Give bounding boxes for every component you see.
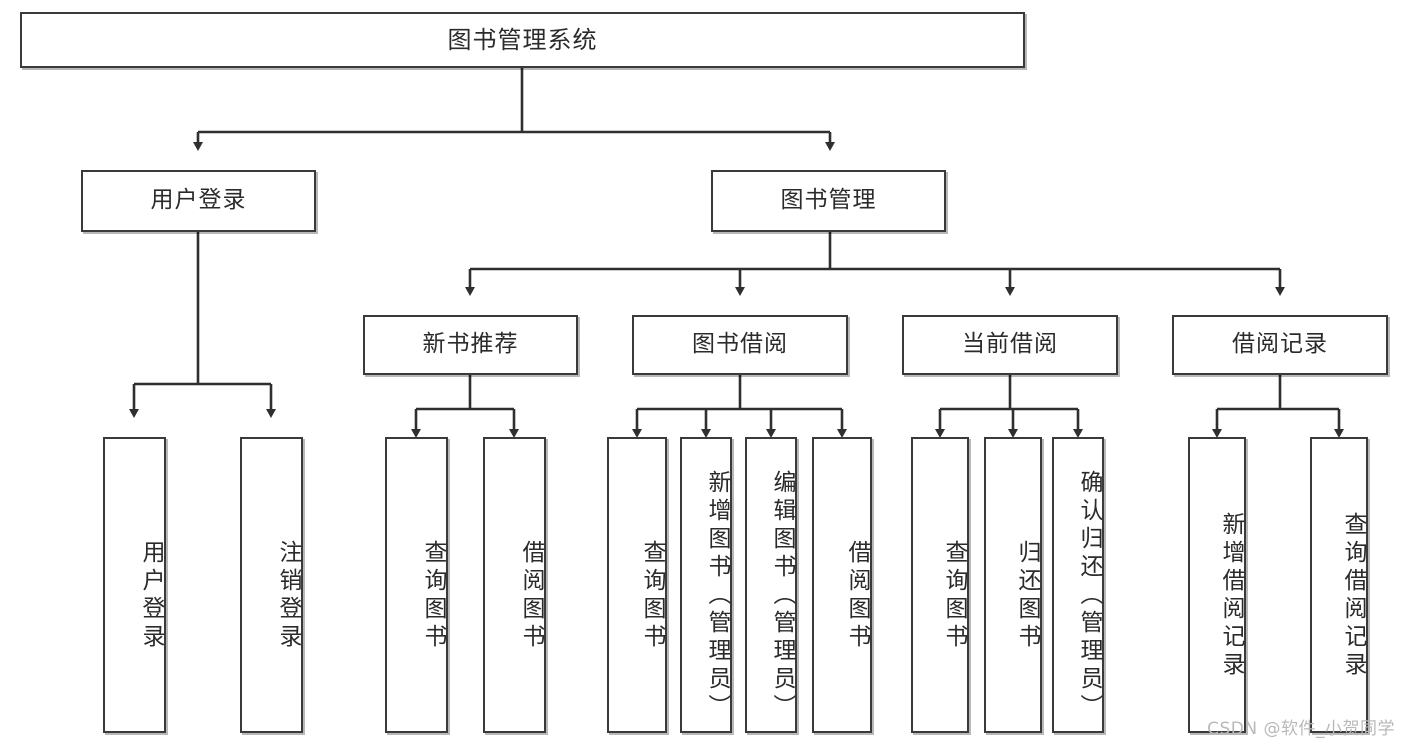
node-borrow-record[interactable]: 借阅记录 [1172, 315, 1388, 375]
node-label: 确认归还（管理员） [1076, 470, 1102, 722]
node-label: 图书管理系统 [447, 25, 598, 54]
leaf-query-borrow-record[interactable]: 查询借阅记录 [1310, 437, 1368, 733]
node-label: 注销登录 [275, 540, 301, 652]
node-label: 当前借阅 [962, 331, 1058, 358]
node-label: 查询借阅记录 [1340, 512, 1366, 680]
node-label: 查询图书 [639, 540, 665, 652]
leaf-confirm-return-admin[interactable]: 确认归还（管理员） [1052, 437, 1104, 733]
node-label: 编辑图书（管理员） [769, 470, 795, 722]
leaf-borrow-book-new[interactable]: 借阅图书 [483, 437, 546, 733]
node-label: 用户登录 [150, 187, 247, 214]
node-new-book-recommend[interactable]: 新书推荐 [363, 315, 578, 375]
leaf-query-book-borrow[interactable]: 查询图书 [607, 437, 667, 733]
node-label: 查询图书 [941, 540, 967, 652]
node-label: 借阅图书 [518, 540, 544, 652]
leaf-user-login[interactable]: 用户登录 [103, 437, 166, 733]
node-label: 图书管理 [780, 187, 877, 214]
node-user-login[interactable]: 用户登录 [81, 170, 316, 232]
node-label: 借阅记录 [1232, 331, 1328, 358]
leaf-query-book-new[interactable]: 查询图书 [385, 437, 448, 733]
node-label: 新增借阅记录 [1218, 512, 1244, 680]
node-label: 用户登录 [138, 540, 164, 652]
node-label: 借阅图书 [844, 540, 870, 652]
node-root[interactable]: 图书管理系统 [20, 12, 1025, 68]
node-label: 新书推荐 [422, 331, 519, 358]
node-label: 图书借阅 [692, 331, 788, 358]
node-current-borrow[interactable]: 当前借阅 [902, 315, 1118, 375]
node-label: 归还图书 [1014, 540, 1040, 652]
leaf-logout[interactable]: 注销登录 [240, 437, 303, 733]
node-label: 新增图书（管理员） [704, 470, 730, 722]
leaf-query-book-current[interactable]: 查询图书 [911, 437, 969, 733]
leaf-edit-book-admin[interactable]: 编辑图书（管理员） [745, 437, 797, 733]
leaf-borrow-book[interactable]: 借阅图书 [812, 437, 872, 733]
node-label: 查询图书 [420, 540, 446, 652]
leaf-return-book[interactable]: 归还图书 [984, 437, 1042, 733]
node-book-management[interactable]: 图书管理 [711, 170, 946, 232]
node-book-borrow[interactable]: 图书借阅 [632, 315, 848, 375]
leaf-add-book-admin[interactable]: 新增图书（管理员） [680, 437, 732, 733]
leaf-add-borrow-record[interactable]: 新增借阅记录 [1188, 437, 1246, 733]
